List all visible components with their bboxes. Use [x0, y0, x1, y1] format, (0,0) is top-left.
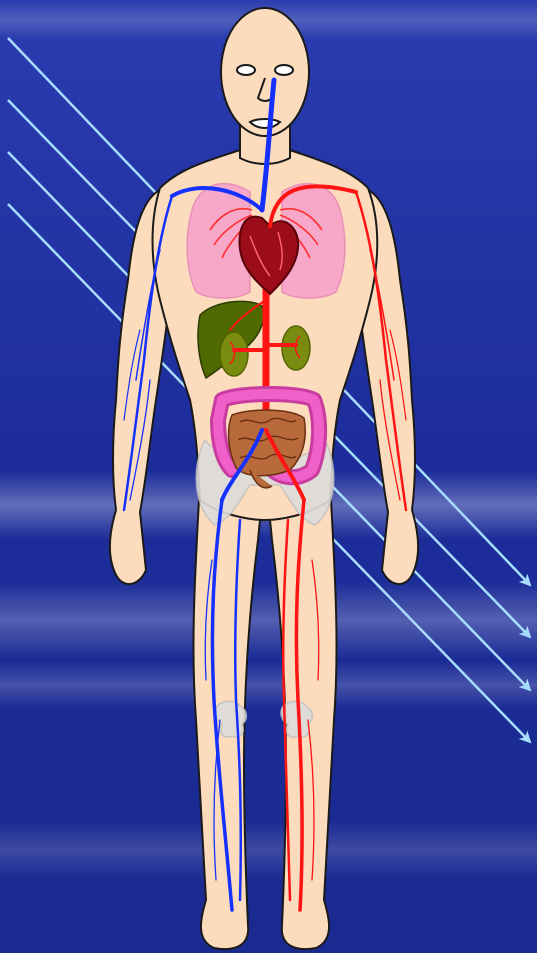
left-eye — [237, 65, 255, 75]
head — [221, 8, 309, 136]
right-eye — [275, 65, 293, 75]
